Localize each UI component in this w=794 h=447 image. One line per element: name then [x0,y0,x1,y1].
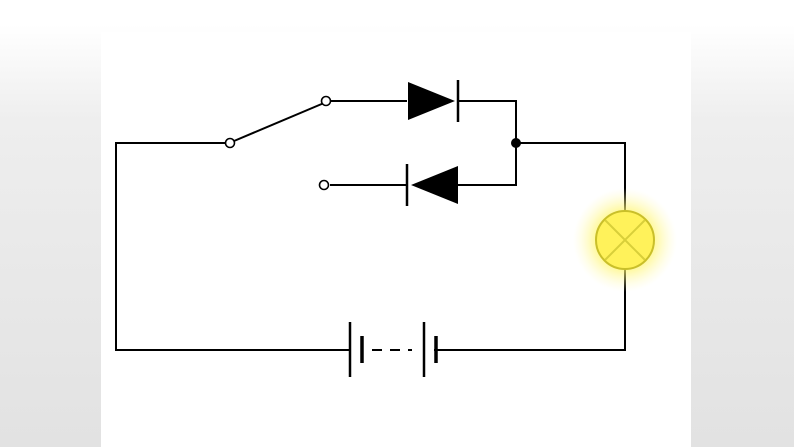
lamp-icon [573,188,677,292]
wire-upper-right [458,100,517,186]
battery-icon [348,322,438,377]
switch-upper-terminal [320,95,332,107]
wires [115,100,626,351]
diode-forward-icon [408,80,460,122]
junction-dot-icon [511,138,521,148]
wire-left [115,142,350,351]
diode-reverse-icon [405,164,458,206]
switch-pivot-terminal [224,137,236,149]
switch-lower-terminal [318,179,330,191]
spdt-switch-icon[interactable] [224,95,332,191]
